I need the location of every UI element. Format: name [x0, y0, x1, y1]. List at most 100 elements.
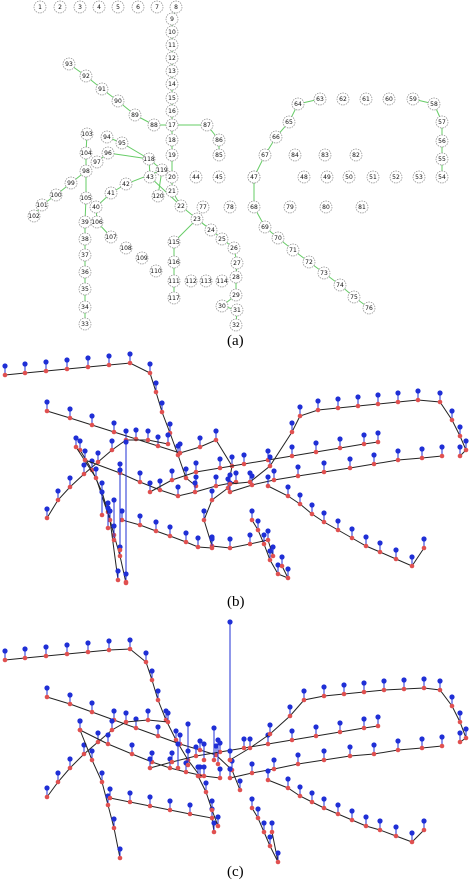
node-circle-70	[271, 231, 285, 245]
node-21: 21	[165, 184, 179, 198]
node-circle-69	[258, 220, 272, 234]
node-circle-90	[111, 94, 125, 108]
node-label-78: 78	[226, 204, 234, 211]
c-base-9-3	[309, 799, 315, 805]
b-tall-base-1	[111, 537, 117, 543]
b-top-10-6	[349, 526, 355, 532]
node-label-101: 101	[36, 202, 48, 209]
node-circle-37	[78, 248, 92, 262]
node-circle-78	[223, 200, 237, 214]
b-top-8-6	[371, 452, 377, 458]
c-base-0-0	[2, 657, 8, 663]
b-base-6-10	[375, 439, 381, 445]
b-top-8-3	[295, 464, 301, 470]
node-label-88: 88	[150, 122, 158, 129]
node-label-49: 49	[323, 174, 331, 181]
node-circle-63	[313, 92, 327, 106]
node-label-106: 106	[91, 219, 103, 226]
node-label-108: 108	[120, 245, 132, 252]
c-top-1-10	[237, 778, 243, 784]
c-top-0-8	[149, 668, 155, 674]
node-56: 56	[435, 134, 449, 148]
node-circle-82	[349, 148, 363, 162]
node-84: 84	[288, 148, 302, 162]
node-label-96: 96	[104, 150, 112, 157]
b-top-9-5	[315, 398, 321, 404]
c-top-0-7	[143, 650, 149, 656]
node-circle-49	[320, 170, 334, 184]
node-circle-15	[165, 91, 179, 105]
node-57: 57	[435, 115, 449, 129]
c-base-3-4	[111, 825, 117, 831]
node-60: 60	[382, 92, 396, 106]
b-line-6	[149, 441, 379, 493]
c-top-10-1	[255, 806, 261, 812]
node-86: 86	[212, 133, 226, 147]
c-base-3-5	[117, 855, 123, 861]
b-top-0-7	[147, 361, 153, 367]
node-label-91: 91	[98, 86, 106, 93]
b-top-8-7	[395, 448, 401, 454]
b-top-4-3	[115, 568, 121, 574]
b-top-1-14	[227, 536, 233, 542]
b-base-10-2	[297, 501, 303, 507]
c-base-10-3	[267, 843, 273, 849]
node-circle-116	[167, 255, 181, 269]
b-line-10	[267, 485, 425, 567]
c-base-1-2	[89, 709, 95, 715]
node-31: 31	[230, 303, 244, 317]
c-base-2-8	[165, 719, 171, 725]
node-label-64: 64	[294, 101, 302, 108]
c-top-1-1	[67, 692, 73, 698]
b-top-9-4	[297, 404, 303, 410]
b-base-5-3	[157, 487, 163, 493]
b-top-9-1	[247, 470, 253, 476]
node-label-19: 19	[168, 152, 176, 159]
c-top-7-1	[249, 761, 255, 767]
b-top-0-1	[22, 361, 28, 367]
c-base-8-6	[341, 691, 347, 697]
c-top-4-3	[149, 750, 155, 756]
b-top-0-6	[127, 351, 133, 357]
c-top-5-8	[337, 720, 343, 726]
node-circle-19	[165, 148, 179, 162]
node-label-114: 114	[216, 278, 228, 285]
b-base-8-9	[439, 453, 445, 459]
c-base-5-2	[193, 753, 199, 759]
c-base-8-10	[421, 685, 427, 691]
c-top-6-0	[107, 786, 113, 792]
c-top-2-6	[123, 710, 129, 716]
c-base-10-2	[261, 829, 267, 835]
node-112: 112	[184, 274, 198, 288]
node-88: 88	[147, 118, 161, 132]
node-circle-32	[229, 318, 243, 332]
b-top-2-8	[165, 432, 171, 438]
node-55: 55	[435, 152, 449, 166]
b-line-4	[75, 446, 119, 581]
node-label-53: 53	[415, 174, 423, 181]
node-74: 74	[333, 278, 347, 292]
c-base-11-2	[209, 807, 215, 813]
panel-b-caption: (b)	[227, 594, 245, 610]
node-circle-13	[165, 64, 179, 78]
node-label-120: 120	[152, 193, 164, 200]
node-circle-118	[142, 152, 156, 166]
node-76: 76	[362, 301, 376, 315]
node-circle-29	[229, 288, 243, 302]
b-base-2-0	[44, 515, 50, 521]
node-circle-96	[101, 146, 115, 160]
b-base-10-6	[349, 535, 355, 541]
b-base-11-0	[249, 517, 255, 523]
b-base-0-8	[153, 389, 159, 395]
b-top-9-7	[355, 394, 361, 400]
node-circle-77	[196, 200, 210, 214]
panel-a-caption: (a)	[227, 333, 244, 349]
b-top-0-0	[2, 363, 8, 369]
node-label-10: 10	[168, 29, 176, 36]
b-base-1-15	[247, 541, 253, 547]
node-circle-22	[174, 199, 188, 213]
node-104: 104	[79, 146, 93, 160]
b-base-9-12	[449, 417, 455, 423]
node-label-3: 3	[78, 4, 82, 11]
node-label-20: 20	[168, 174, 176, 181]
